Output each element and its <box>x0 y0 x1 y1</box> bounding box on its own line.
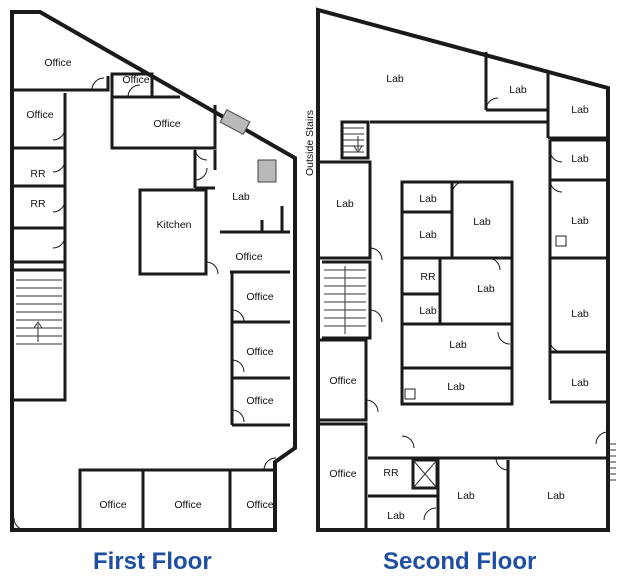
room-label: Office <box>235 251 262 263</box>
room-label: Office <box>99 499 126 511</box>
room-label: Lab <box>457 490 475 502</box>
room-label: Office <box>174 499 201 511</box>
room-label: Lab <box>547 490 565 502</box>
room-label: Lab <box>473 216 491 228</box>
room-label: Office <box>246 395 273 407</box>
room-label: Office <box>246 291 273 303</box>
room-label: Lab <box>419 229 437 241</box>
floor-plan-drawing: Office Office Office Office RR RR Lab Ki… <box>10 7 616 532</box>
room-label: Office <box>329 468 356 480</box>
first-floor-caption: First Floor <box>93 548 212 575</box>
room-label: Lab <box>232 191 250 203</box>
room-label: Lab <box>336 198 354 210</box>
room-label: Lab <box>571 377 589 389</box>
room-label: Lab <box>571 215 589 227</box>
room-label: Lab <box>571 104 589 116</box>
room-label: RR <box>30 198 46 210</box>
room-label: Lab <box>387 510 405 522</box>
room-label: RR <box>30 168 46 180</box>
room-label: Lab <box>571 308 589 320</box>
second-floor-caption: Second Floor <box>383 548 537 575</box>
room-label: RR <box>383 467 399 479</box>
room-label: Office <box>246 346 273 358</box>
first-floor-stairs <box>16 279 62 345</box>
room-label: Lab <box>571 153 589 165</box>
room-label: Kitchen <box>156 219 191 231</box>
room-label: Office <box>122 74 149 86</box>
room-label: Lab <box>477 283 495 295</box>
room-label: Lab <box>509 84 527 96</box>
first-floor-plan: Office Office Office Office RR RR Lab Ki… <box>10 10 297 532</box>
outside-stairs-label: Outside Stairs <box>304 110 316 176</box>
room-label: Office <box>246 499 273 511</box>
room-label: Lab <box>419 305 437 317</box>
outside-stairs <box>340 120 370 160</box>
room-label: Lab <box>449 339 467 351</box>
room-label: Office <box>329 375 356 387</box>
inner-stairs <box>324 266 366 334</box>
room-label: Office <box>44 57 71 69</box>
room-label: Lab <box>419 193 437 205</box>
room-label: Lab <box>386 73 404 85</box>
room-label: RR <box>420 271 436 283</box>
room-label: Lab <box>447 381 465 393</box>
second-floor-plan: Outside Stairs <box>304 7 616 532</box>
room-label: Office <box>153 118 180 130</box>
room-label: Office <box>26 109 53 121</box>
